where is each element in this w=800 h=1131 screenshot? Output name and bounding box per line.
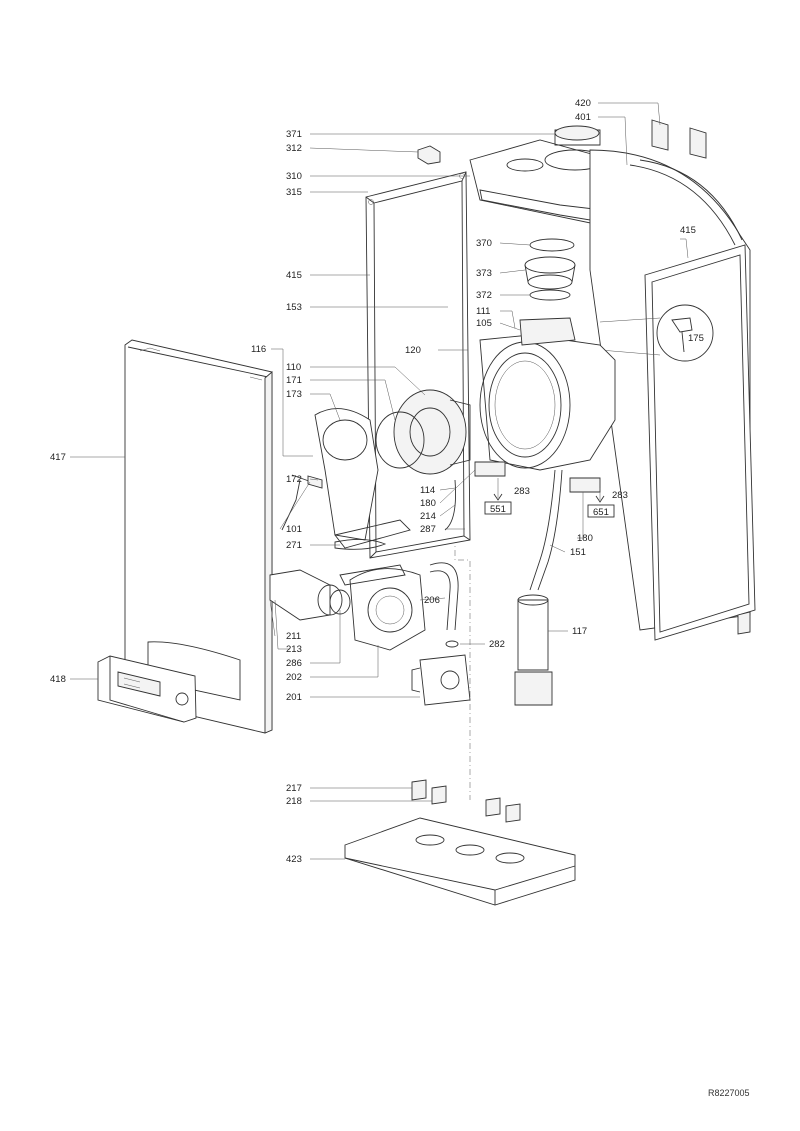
bottom-plate-423 <box>344 817 576 906</box>
callout-415-left: 415 <box>286 270 302 281</box>
ref-box-551-label: 551 <box>490 504 506 515</box>
control-panel-418 <box>97 655 197 723</box>
callout-110: 110 <box>286 362 301 373</box>
callout-372: 372 <box>476 290 492 301</box>
callout-201: 201 <box>286 692 302 703</box>
fan-housing-173 <box>314 408 411 549</box>
callout-180-left: 180 <box>420 498 436 509</box>
fitting-180a <box>474 461 506 477</box>
callout-211: 211 <box>286 631 301 642</box>
callout-151: 151 <box>570 547 586 558</box>
callout-117: 117 <box>572 626 587 637</box>
callout-286: 286 <box>286 658 302 669</box>
callout-283-right: 283 <box>612 490 628 501</box>
gasket-271 <box>334 539 387 550</box>
callout-420: 420 <box>575 98 591 109</box>
callout-271: 271 <box>286 540 302 551</box>
heat-exchanger-120 <box>479 317 616 471</box>
washer-282 <box>445 640 459 648</box>
pipe-206 <box>429 562 459 631</box>
tube-114 <box>444 479 456 531</box>
front-casing-417 <box>124 339 273 734</box>
callout-180-right: 180 <box>577 533 593 544</box>
callout-206: 206 <box>424 595 440 606</box>
drawing-reference: R8227005 <box>708 1088 750 1098</box>
callout-214: 214 <box>420 511 436 522</box>
seal-372 <box>529 289 571 301</box>
callout-213: 213 <box>286 644 302 655</box>
ref-arrow-551 <box>484 478 512 515</box>
callout-310: 310 <box>286 171 302 182</box>
callout-370: 370 <box>476 238 492 249</box>
burner-110 <box>393 389 471 475</box>
pipe-151 <box>529 469 556 591</box>
callout-171: 171 <box>286 375 302 386</box>
leader-lines <box>70 102 689 860</box>
callout-101: 101 <box>286 524 302 535</box>
seal-370 <box>529 238 575 252</box>
callout-202: 202 <box>286 672 302 683</box>
callout-283-left: 283 <box>514 486 530 497</box>
callout-287: 287 <box>420 524 436 535</box>
callout-415-right: 415 <box>680 225 696 236</box>
callout-173: 173 <box>286 389 302 400</box>
callout-153: 153 <box>286 302 302 313</box>
venturi-211 <box>269 569 351 621</box>
callout-418: 418 <box>50 674 66 685</box>
callout-423: 423 <box>286 854 302 865</box>
callout-312: 312 <box>286 143 302 154</box>
callout-172: 172 <box>286 474 302 485</box>
fan-202 <box>339 564 426 651</box>
callout-labels: 420 401 371 312 310 315 370 415 415 373 … <box>50 98 750 1098</box>
adapter-373 <box>524 256 576 290</box>
center-axis-line <box>454 225 471 800</box>
callout-401: 401 <box>575 112 591 123</box>
callout-114: 114 <box>420 485 435 496</box>
ref-arrow-651 <box>587 488 615 518</box>
callout-116: 116 <box>251 344 266 355</box>
callout-218: 218 <box>286 796 302 807</box>
clip-312 <box>417 145 441 165</box>
callout-111: 111 <box>476 306 490 317</box>
pump-117 <box>514 594 553 706</box>
side-panel-415-left <box>365 171 471 559</box>
ref-box-651-label: 651 <box>593 507 609 518</box>
callout-315: 315 <box>286 187 302 198</box>
detail-circle-175 <box>599 304 714 362</box>
callout-105: 105 <box>476 318 492 329</box>
callout-417: 417 <box>50 452 66 463</box>
gasket-171 <box>375 411 425 469</box>
fittings-217-218 <box>411 779 521 823</box>
side-panel-415-right <box>644 244 756 641</box>
fitting-180b <box>569 477 601 493</box>
gas-valve-201 <box>411 654 471 706</box>
ring-371 <box>554 125 600 141</box>
callout-371: 371 <box>286 129 302 140</box>
callout-175: 175 <box>688 333 704 344</box>
callout-217: 217 <box>286 783 302 794</box>
electrode-101 <box>307 475 323 489</box>
callout-120: 120 <box>405 345 421 356</box>
callout-282: 282 <box>489 639 505 650</box>
callout-373: 373 <box>476 268 492 279</box>
